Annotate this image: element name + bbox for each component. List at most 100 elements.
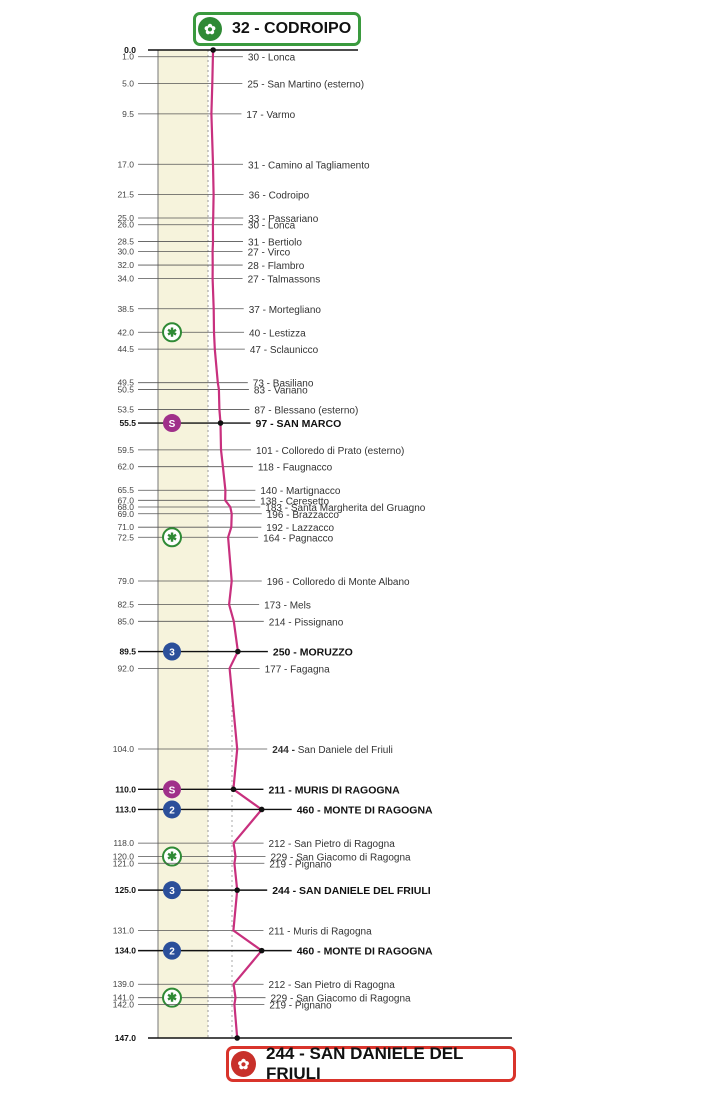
key-point-marker [230,786,237,793]
waypoint-name: Pissignano [294,617,343,628]
waypoint-name: San Martino (esterno) [267,80,364,91]
key-point-marker [217,420,224,426]
waypoint-label: 101 - Colloredo di Prato (esterno) [256,446,404,457]
start-flag-icon: ✿ [198,17,222,41]
waypoint-label: 244 - San Daniele del Friuli [272,745,393,756]
svg-text:✱: ✱ [167,530,177,544]
waypoint-label: 229 - San Giacomo di Ragogna [270,994,411,1005]
waypoint-altitude: 118 - [258,463,283,474]
waypoint-altitude: 27 - [248,248,268,259]
sprint-icon: ✱ [162,987,182,1008]
waypoint-name: Mels [290,600,311,611]
km-label: 9.5 [122,109,134,119]
km-label: 147.0 [115,1033,137,1043]
km-label: 89.5 [119,647,136,657]
waypoint-label: 212 - San Pietro di Ragogna [269,839,396,850]
sprint-icon: ✱ [162,846,182,867]
start-banner: ✿ 32 - CODROIPO [193,12,361,46]
km-label: 49.5 [117,378,134,388]
waypoint-altitude: 211 - [268,926,293,937]
km-label: 142.0 [113,999,135,1009]
waypoint-altitude: 196 - [267,577,293,588]
waypoint-altitude: 101 - [256,446,282,457]
km-label: 65.5 [117,485,134,495]
waypoint-name: Passariano [268,214,318,225]
kom-icon: 2 [163,941,181,960]
waypoint-label: 40 - Lestizza [249,328,306,339]
waypoint-name: Martignacco [286,486,341,497]
waypoint-name: Lazzacco [292,523,335,534]
key-point-marker [234,887,240,893]
waypoint-label: 219 - Pignano [269,1000,332,1011]
waypoint-label: 37 - Mortegliano [249,305,322,316]
waypoint-label: 31 - Bertiolo [248,238,302,249]
waypoint-name: Pignano [295,859,332,870]
waypoint-label: 460 - MONTE DI RAGOGNA [297,804,433,816]
km-label: 113.0 [115,804,136,814]
km-label: 141.0 [113,993,135,1003]
waypoint-label: 87 - Blessano (esterno) [254,406,358,417]
waypoint-altitude: 164 - [263,533,289,544]
waypoint-altitude: 460 - [297,946,324,958]
waypoint-label: 183 - Santa Margherita del Gruagno [265,503,426,514]
waypoint-name: Colloredo di Prato (esterno) [282,446,405,457]
waypoint-altitude: 212 - [269,839,295,850]
km-label: 62.0 [117,462,134,472]
waypoint-name: SAN MARCO [277,418,342,430]
waypoint-altitude: 250 - [273,647,300,659]
waypoint-label: 30 - Lonca [248,53,296,64]
waypoint-name: Variano [274,385,308,396]
km-label: 134.0 [115,946,137,956]
km-label: 59.5 [117,445,134,455]
waypoint-name: Mortegliano [269,305,322,316]
waypoint-altitude: 460 - [297,804,324,816]
svg-text:S: S [169,419,176,430]
start-label: 32 - CODROIPO [232,20,352,37]
waypoint-name: MONTE DI RAGOGNA [324,804,433,816]
km-label: 30.0 [117,247,134,257]
waypoint-name: Faugnacco [283,463,333,474]
km-label: 32.0 [117,260,134,270]
km-label: 38.5 [117,304,134,314]
svg-text:3: 3 [169,648,175,659]
svg-text:2: 2 [169,805,175,816]
waypoint-altitude: 173 - [264,600,290,611]
waypoint-name: Ceresetto [286,496,330,507]
key-point-marker [210,47,216,53]
km-label: 68.0 [117,502,134,512]
waypoint-label: 28 - Flambro [248,261,305,272]
waypoint-label: 460 - MONTE DI RAGOGNA [297,946,433,958]
waypoint-name: Santa Margherita del Gruagno [291,503,426,514]
waypoint-name: MONTE DI RAGOGNA [324,946,433,958]
waypoint-altitude: 97 - [256,418,277,430]
waypoint-name: San Pietro di Ragogna [294,980,395,991]
waypoint-altitude: 31 - [248,160,268,171]
km-label: 44.5 [117,344,134,354]
waypoint-altitude: 229 - [270,994,296,1005]
waypoint-label: 47 - Sclaunicco [250,345,319,356]
intermediate-icon: S [163,414,181,433]
waypoint-altitude: 192 - [266,523,292,534]
waypoint-label: 118 - Faugnacco [258,463,333,474]
waypoint-label: 219 - Pignano [269,859,332,870]
waypoint-label: 73 - Basiliano [253,379,314,390]
km-label: 21.5 [117,190,134,200]
km-label: 34.0 [117,274,134,284]
waypoint-label: 244 - SAN DANIELE DEL FRIULI [272,885,431,897]
waypoint-altitude: 140 - [260,486,286,497]
waypoint-label: 229 - San Giacomo di Ragogna [270,853,411,864]
waypoint-altitude: 31 - [248,238,268,249]
waypoint-altitude: 138 - [260,496,286,507]
waypoint-name: Varmo [266,110,295,121]
waypoint-name: Lonca [268,221,296,232]
waypoint-label: 196 - Colloredo di Monte Albano [267,577,410,588]
waypoint-altitude: 47 - [250,345,270,356]
waypoint-label: 214 - Pissignano [269,617,344,628]
waypoint-label: 83 - Variano [254,385,308,396]
waypoint-altitude: 36 - [249,191,269,202]
svg-text:3: 3 [169,886,175,897]
waypoint-altitude: 25 - [247,80,267,91]
waypoint-name: Codroipo [269,191,310,202]
waypoint-altitude: 212 - [269,980,295,991]
waypoint-altitude: 244 - [272,885,299,897]
